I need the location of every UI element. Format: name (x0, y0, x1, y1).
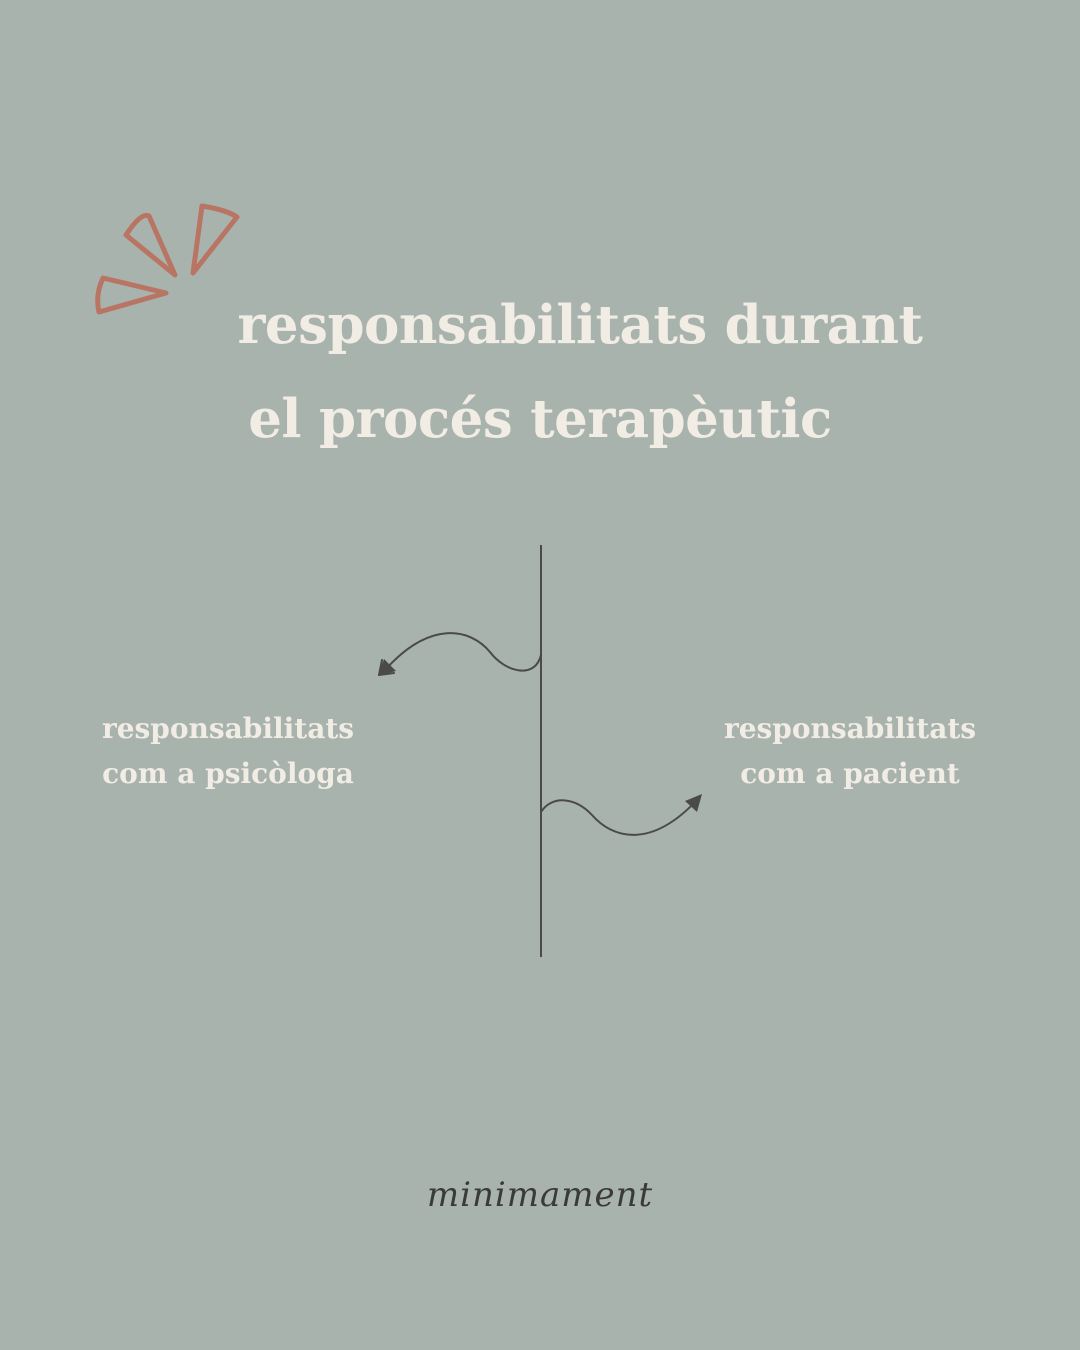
psychologist-responsibilities-label: responsabilitats com a psicòloga (68, 706, 388, 796)
title-line-2: el procés terapèutic (248, 388, 832, 450)
right-label-line-1: responsabilitats (723, 712, 977, 745)
patient-responsibilities-label: responsabilitats com a pacient (690, 706, 1010, 796)
right-arrow-head (685, 794, 702, 812)
sparkle-burst-icon (95, 203, 240, 315)
curved-arrow-right-icon (540, 799, 698, 836)
curved-arrow-left-icon (378, 632, 542, 676)
left-label-line-2: com a psicòloga (102, 757, 354, 790)
right-label-line-2: com a pacient (740, 757, 960, 790)
title-line-1: responsabilitats durant (237, 294, 923, 356)
brand-logo-text: minimament (426, 1175, 654, 1215)
brand-logo: minimament (390, 1170, 690, 1220)
left-label-line-1: responsabilitats (101, 712, 355, 745)
page-title: responsabilitats durant el procés terapè… (0, 278, 1080, 466)
left-arrow-head (378, 659, 396, 676)
